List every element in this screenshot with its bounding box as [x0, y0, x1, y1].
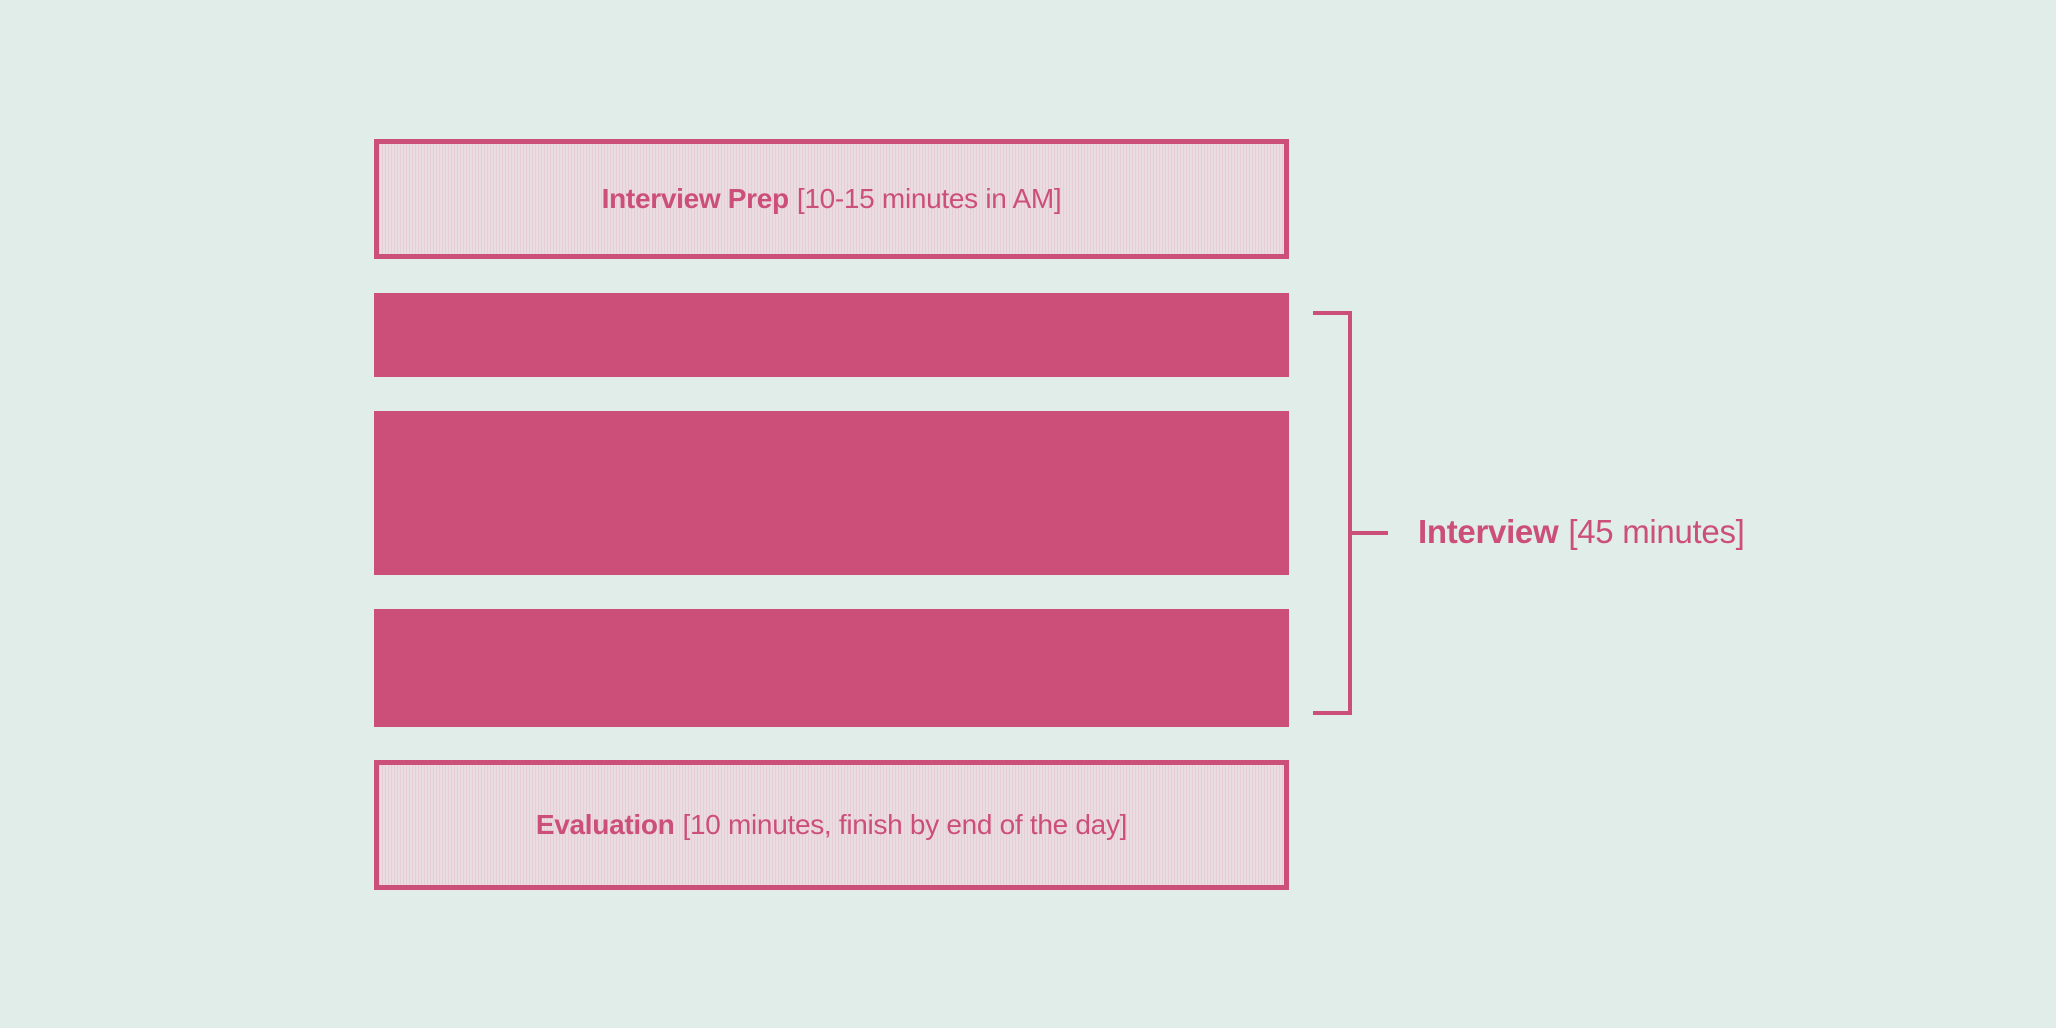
- interview-prep-title: Interview Prep: [601, 183, 790, 214]
- interview-prep-detail: [10-15 minutes in AM]: [796, 183, 1062, 214]
- interview-block-2: [374, 411, 1289, 575]
- interview-block-3: [374, 609, 1289, 727]
- interview-label-title: Interview: [1418, 513, 1559, 550]
- interview-block-1: [374, 293, 1289, 377]
- interview-bracket: [1313, 311, 1388, 715]
- evaluation-box: Evaluation [10 minutes, finish by end of…: [374, 760, 1289, 890]
- interview-label-detail: [45 minutes]: [1568, 513, 1745, 550]
- interview-prep-box: Interview Prep [10-15 minutes in AM]: [374, 139, 1289, 259]
- interview-label: Interview [45 minutes]: [1418, 508, 1745, 556]
- evaluation-detail: [10 minutes, finish by end of the day]: [682, 809, 1128, 840]
- evaluation-title: Evaluation: [535, 809, 675, 840]
